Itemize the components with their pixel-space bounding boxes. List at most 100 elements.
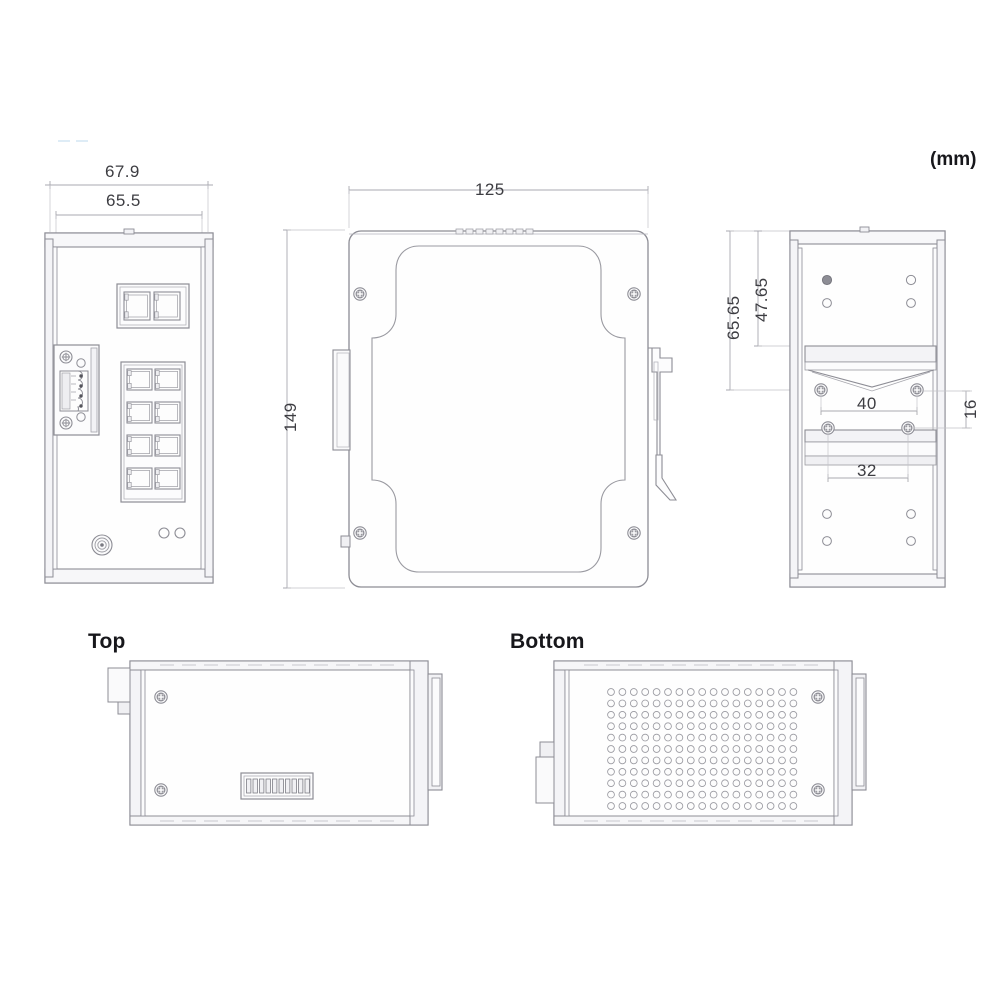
vent-hole [686, 699, 695, 708]
vent-hole [721, 710, 729, 719]
vent-hole [675, 745, 684, 753]
unit-label: (mm) [930, 149, 977, 170]
vent-hole [664, 779, 672, 788]
vent-hole [618, 710, 627, 719]
side-body-outline [348, 230, 649, 588]
vent-hole [709, 722, 718, 731]
dim-label-side-height: 149 [281, 402, 300, 432]
dim-side-width [348, 186, 649, 228]
vent-hole [709, 790, 718, 799]
vent-hole [698, 710, 707, 719]
rj45-port-2 [154, 368, 181, 391]
vent-hole [732, 699, 741, 708]
vent-hole [675, 756, 684, 765]
vent-hole [675, 710, 684, 719]
vent-hole [652, 756, 661, 765]
vent-hole [766, 790, 775, 799]
top-view [107, 660, 443, 826]
vent-hole [721, 699, 729, 708]
vent-hole [664, 733, 672, 742]
vent-hole [664, 767, 672, 776]
vent-hole [789, 745, 798, 753]
vent-hole [618, 745, 627, 753]
terminal-screw-top [59, 350, 73, 364]
vent-hole [709, 802, 718, 810]
dim-rear-bracket-pitch [912, 390, 972, 429]
vent-hole [789, 710, 798, 719]
vent-hole [686, 733, 695, 742]
vent-hole [698, 779, 707, 788]
dim-rear-bracket-upper-width [820, 396, 918, 415]
vent-hole [641, 699, 650, 708]
led-indicator-1 [158, 527, 170, 539]
view-label-top: Top [88, 630, 126, 653]
vent-hole [652, 699, 661, 708]
view-label-bottom: Bottom [510, 630, 585, 653]
vent-hole [721, 733, 729, 742]
bottom-edge-vent-slots [584, 664, 818, 822]
vent-hole [755, 722, 764, 731]
vent-hole [618, 699, 627, 708]
vent-hole [618, 802, 627, 810]
vent-hole [778, 733, 786, 742]
vent-hole [766, 756, 775, 765]
vent-hole [766, 767, 775, 776]
vent-hole [698, 733, 707, 742]
vent-hole [607, 733, 615, 742]
vent-hole [778, 710, 786, 719]
vent-hole [789, 790, 798, 799]
vent-hole [686, 722, 695, 731]
vent-hole [618, 790, 627, 799]
vent-hole [766, 699, 775, 708]
vent-hole [641, 710, 650, 719]
top-case-screw-2 [154, 783, 168, 797]
dim-label-rear-bracket-pitch: 16 [961, 399, 980, 419]
ventilation-hole-grid [607, 688, 798, 810]
vent-hole [721, 779, 729, 788]
top-edge-vent-slots [160, 664, 394, 822]
front-view [44, 181, 214, 584]
vent-hole [641, 802, 650, 810]
vent-hole [652, 722, 661, 731]
vent-hole [755, 733, 764, 742]
vent-hole [743, 745, 752, 753]
vent-hole [698, 767, 707, 776]
vent-hole [675, 722, 684, 731]
vent-hole [732, 745, 741, 753]
vent-hole [675, 733, 684, 742]
vent-hole [755, 710, 764, 719]
vent-hole [709, 733, 718, 742]
vent-hole [732, 802, 741, 810]
vent-hole [629, 802, 638, 810]
led-indicator-2 [174, 527, 186, 539]
dim-label-rear-bracket-lower-width: 32 [857, 461, 877, 480]
vent-hole [652, 733, 661, 742]
bottom-view [535, 660, 867, 826]
vent-hole [732, 779, 741, 788]
led-indicator-pair [158, 527, 186, 539]
vent-hole [652, 802, 661, 810]
vent-hole [629, 767, 638, 776]
vent-hole [743, 756, 752, 765]
corner-screw-tr [627, 287, 641, 301]
vent-hole [789, 733, 798, 742]
dim-rear-bracket-lower-width [827, 434, 909, 482]
vent-hole [709, 767, 718, 776]
vent-hole [755, 688, 764, 696]
sfp-port-1 [123, 291, 151, 321]
vent-hole [607, 688, 615, 696]
vent-hole [709, 688, 718, 696]
bracket-screw-tl [814, 383, 828, 397]
mounting-hole-br-1 [906, 509, 916, 519]
bottom-case-screw-2 [811, 783, 825, 797]
vent-hole [789, 722, 798, 731]
side-view [283, 186, 678, 589]
dim-label-side-width: 125 [475, 180, 505, 199]
vent-hole [698, 688, 707, 696]
vent-hole [778, 779, 786, 788]
vent-hole [641, 767, 650, 776]
vent-hole [652, 779, 661, 788]
vent-hole [755, 802, 764, 810]
vent-hole [778, 767, 786, 776]
